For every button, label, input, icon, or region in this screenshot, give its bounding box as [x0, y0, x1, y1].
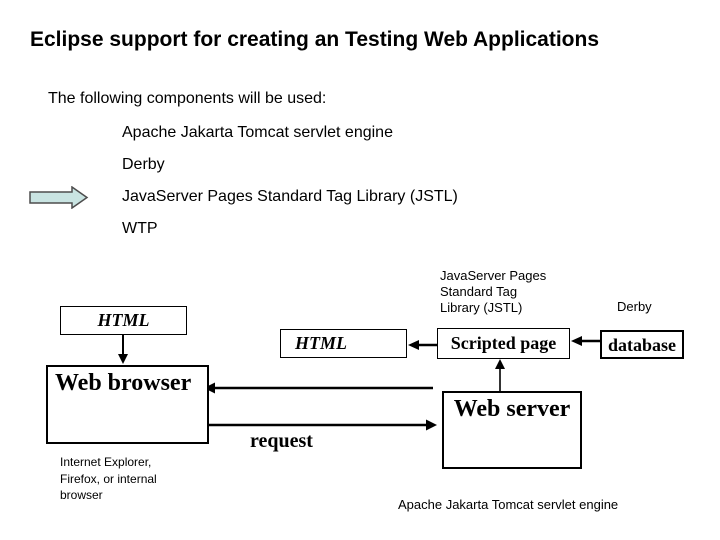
web-server-label: Web server — [453, 396, 571, 422]
arrow-scripted-to-html-icon — [408, 340, 437, 350]
list-item: WTP — [122, 220, 158, 237]
tomcat-annotation: Apache Jakarta Tomcat servlet engine — [398, 497, 619, 512]
jstl-annotation: JavaServer Pages Standard Tag Library (J… — [440, 268, 547, 315]
web-browser-label: Web browser — [55, 370, 192, 396]
scripted-page-label: Scripted page — [450, 333, 557, 353]
html-box-left-label: HTML — [97, 310, 150, 330]
highlight-block-arrow-icon — [29, 186, 89, 209]
list-item: Derby — [122, 156, 165, 173]
html-box-middle-label: HTML — [295, 333, 347, 353]
arrow-server-to-scripted-icon — [495, 359, 505, 391]
database-box: database — [600, 330, 684, 359]
html-box-middle: HTML — [280, 329, 407, 358]
derby-annotation: Derby — [617, 299, 652, 314]
intro-text: The following components will be used: — [48, 90, 327, 107]
arrow-database-to-scripted-icon — [571, 336, 600, 346]
request-annotation: request — [250, 430, 313, 452]
scripted-page-box: Scripted page — [437, 328, 570, 359]
html-box-left: HTML — [60, 306, 187, 335]
list-item: JavaServer Pages Standard Tag Library (J… — [122, 188, 458, 205]
arrow-response-to-browser-icon — [204, 382, 433, 394]
page-title: Eclipse support for creating an Testing … — [30, 28, 600, 51]
browser-examples-annotation: Internet Explorer, Firefox, or internal … — [60, 455, 157, 502]
web-server-box: Web server — [442, 391, 582, 469]
database-label: database — [607, 335, 676, 355]
arrow-request-to-server-icon — [209, 419, 437, 431]
web-browser-box: Web browser — [46, 365, 209, 444]
list-item: Apache Jakarta Tomcat servlet engine — [122, 124, 393, 141]
arrow-html-to-browser-icon — [118, 335, 128, 364]
